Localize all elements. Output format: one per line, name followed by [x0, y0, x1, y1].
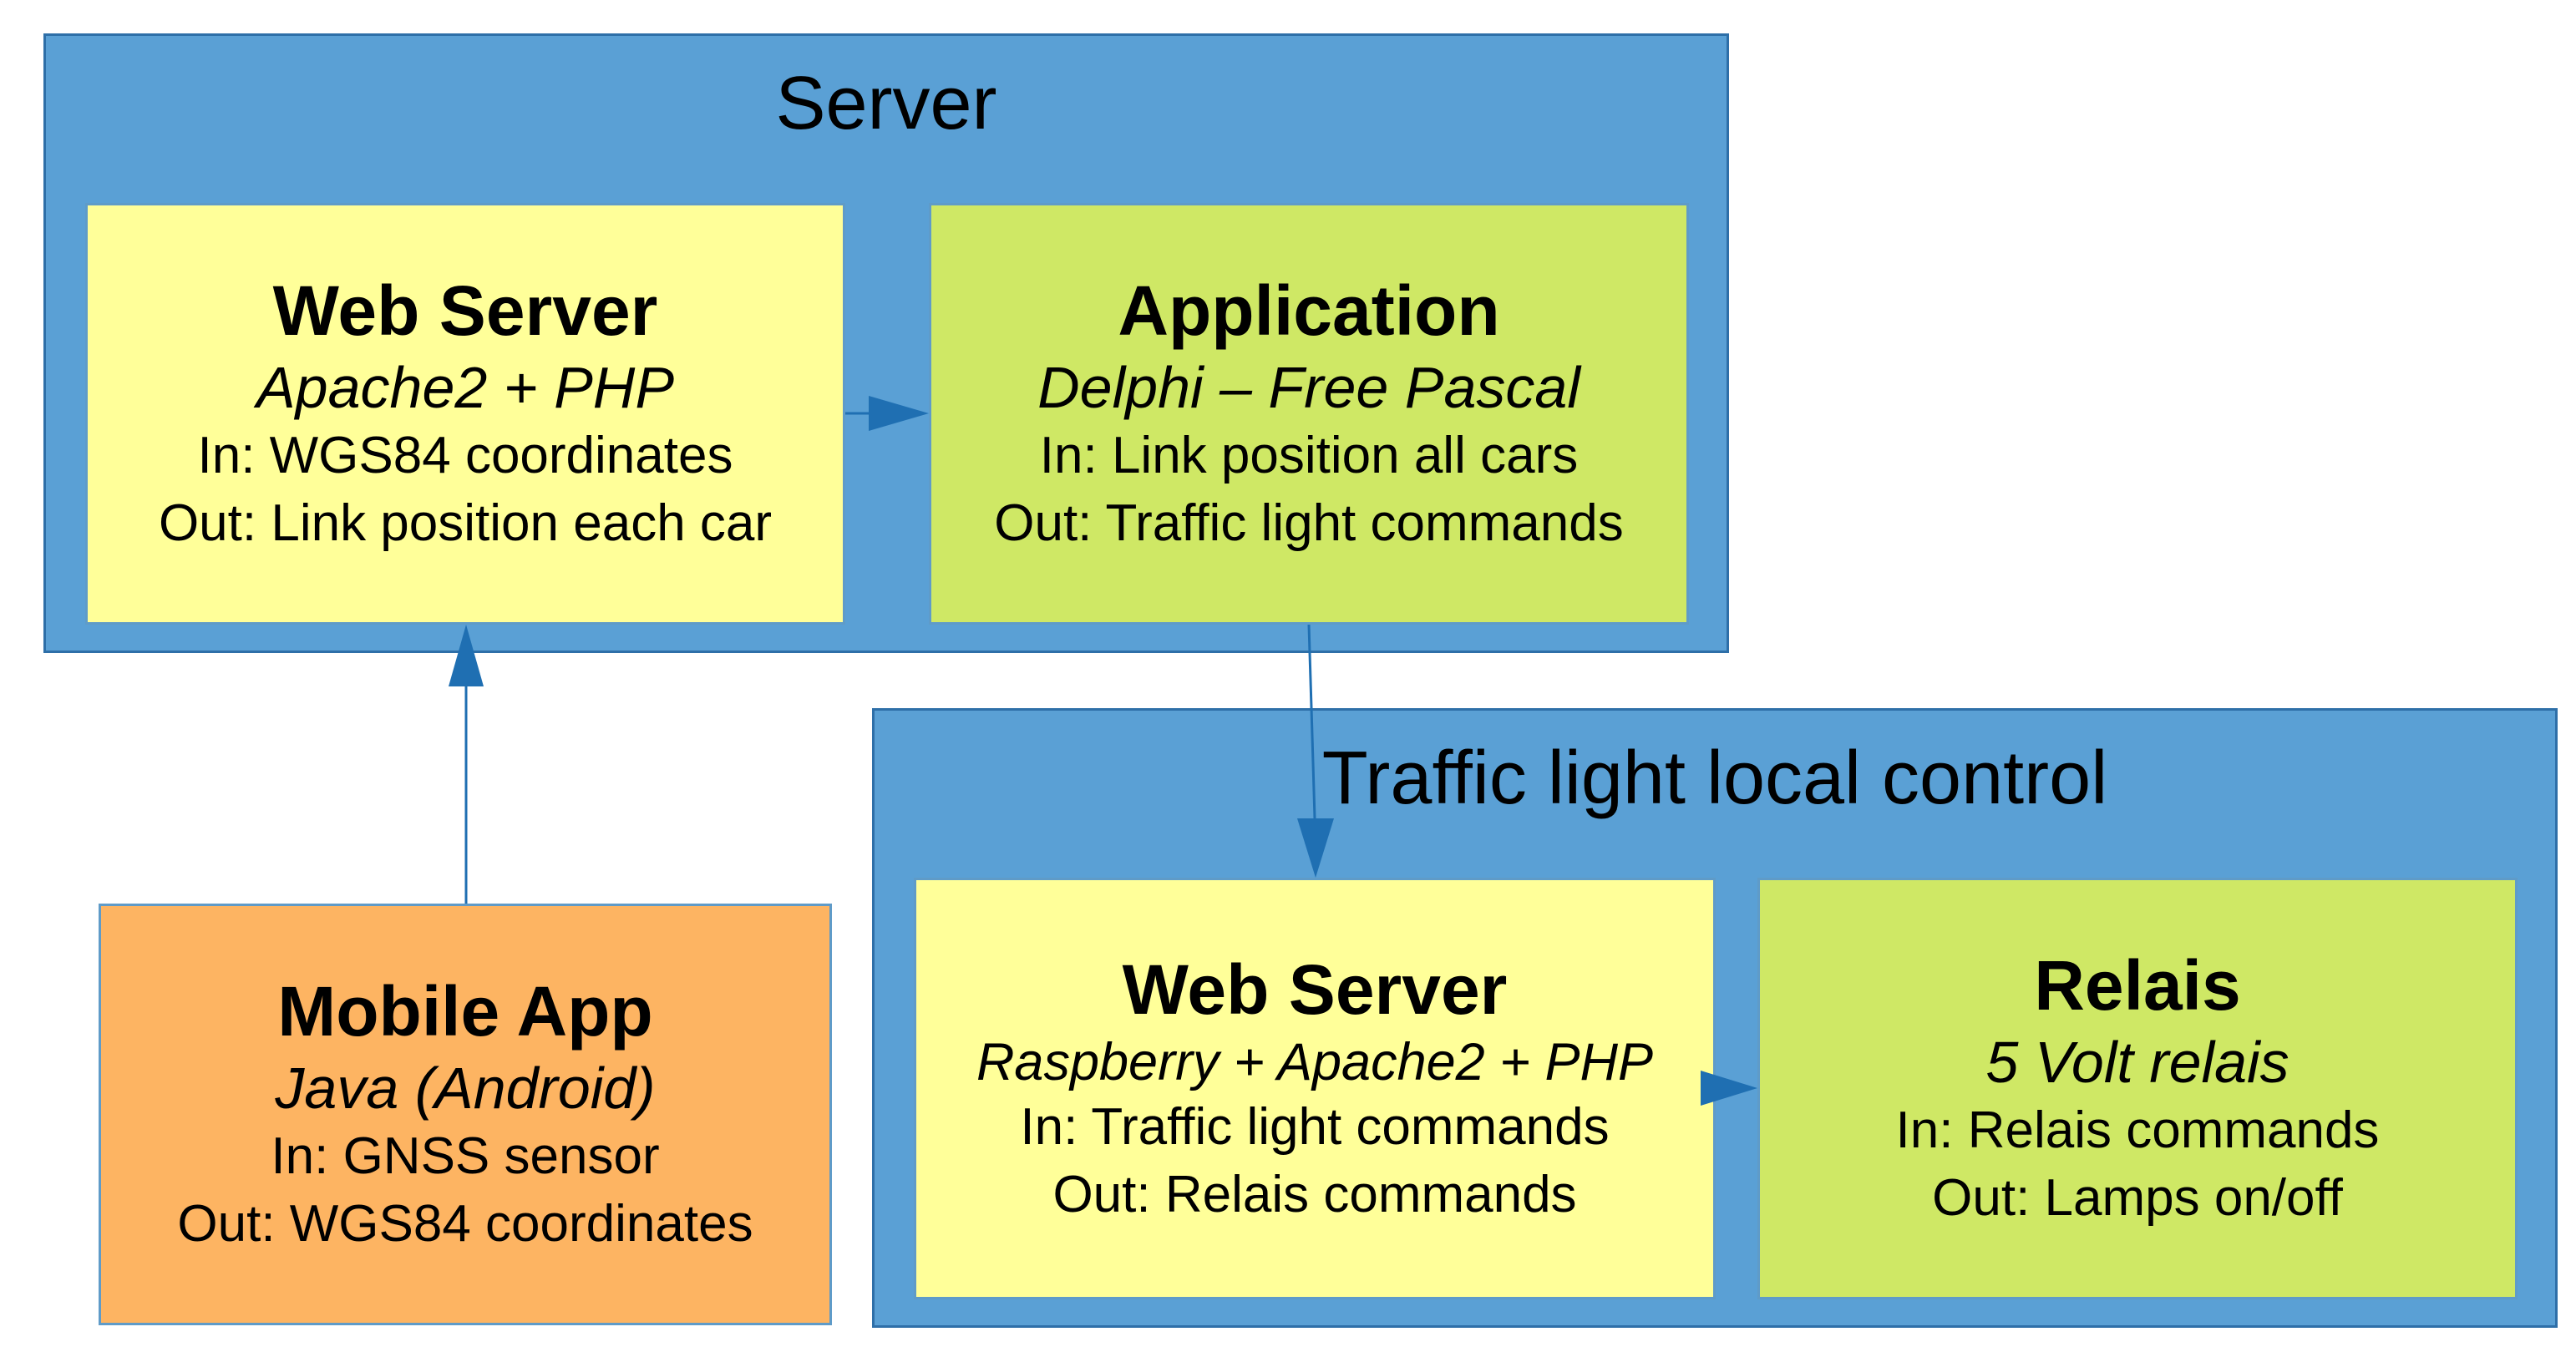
application-output: Out: Traffic light commands: [994, 494, 1624, 553]
server-web-server-output: Out: Link position each car: [158, 494, 773, 553]
application-title: Application: [1118, 271, 1500, 351]
mobile-app-node: Mobile App Java (Android) In: GNSS senso…: [99, 904, 832, 1325]
local-web-server-tech: Raspberry + Apache2 + PHP: [976, 1032, 1654, 1091]
relais-tech: 5 Volt relais: [1985, 1030, 2289, 1096]
relais-node: Relais 5 Volt relais In: Relais commands…: [1757, 878, 2518, 1299]
arrow-mobile-to-webserver: [449, 625, 484, 904]
relais-input: In: Relais commands: [1895, 1101, 2380, 1160]
application-tech: Delphi – Free Pascal: [1037, 355, 1580, 421]
server-web-server-input: In: WGS84 coordinates: [197, 427, 733, 485]
mobile-app-output: Out: WGS84 coordinates: [177, 1195, 753, 1253]
server-web-server-title: Web Server: [272, 271, 658, 351]
application-node: Application Delphi – Free Pascal In: Lin…: [929, 203, 1689, 625]
local-web-server-input: In: Traffic light commands: [1020, 1098, 1610, 1157]
relais-title: Relais: [2034, 946, 2241, 1025]
arrow-local-webserver-to-relais: [1701, 1071, 1757, 1106]
arrow-application-to-local-webserver: [1297, 624, 1334, 878]
arrow-webserver-to-application: [845, 396, 929, 431]
server-group-title: Server: [775, 62, 997, 145]
mobile-app-title: Mobile App: [277, 972, 653, 1051]
local-web-server-output: Out: Relais commands: [1052, 1165, 1577, 1223]
mobile-app-tech: Java (Android): [275, 1056, 656, 1122]
application-input: In: Link position all cars: [1039, 427, 1579, 485]
server-web-server-tech: Apache2 + PHP: [256, 355, 675, 421]
local-control-group-title: Traffic light local control: [1321, 737, 2108, 820]
local-web-server-title: Web Server: [1122, 949, 1508, 1029]
mobile-app-input: In: GNSS sensor: [271, 1127, 660, 1186]
server-web-server-node: Web Server Apache2 + PHP In: WGS84 coord…: [85, 203, 845, 625]
local-web-server-node: Web Server Raspberry + Apache2 + PHP In:…: [914, 878, 1716, 1299]
relais-output: Out: Lamps on/off: [1932, 1169, 2343, 1228]
